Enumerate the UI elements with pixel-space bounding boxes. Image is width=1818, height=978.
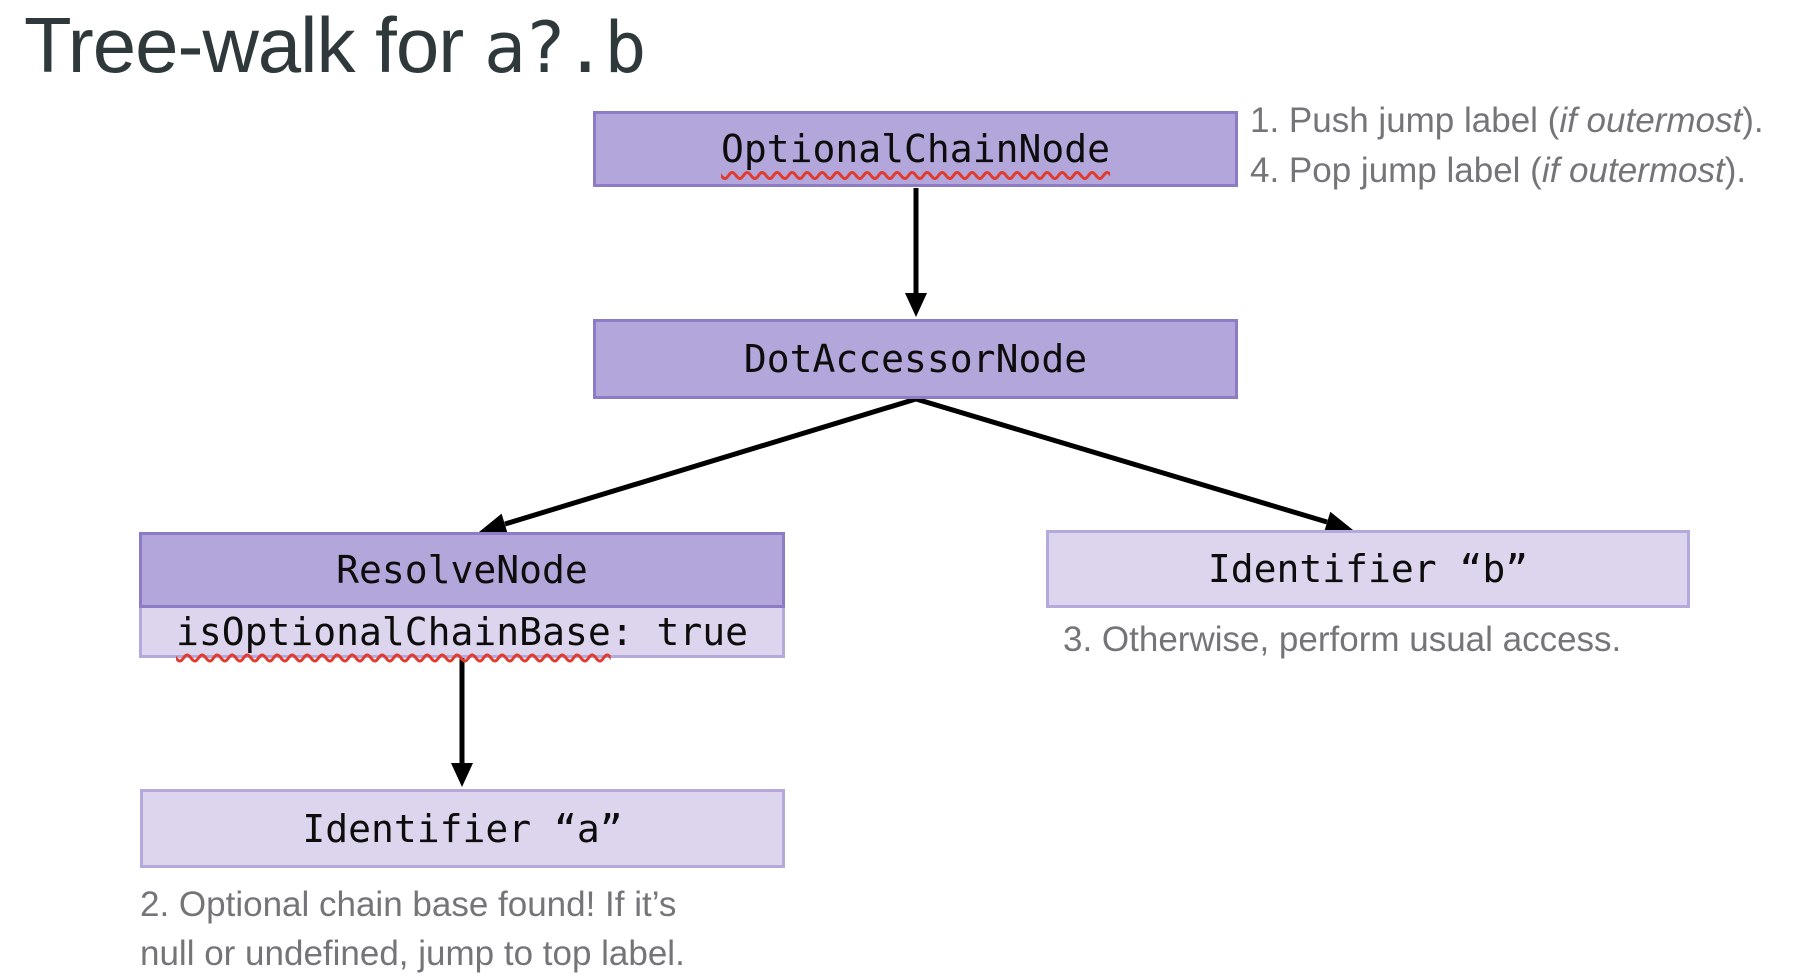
node-resolve-label: ResolveNode [336, 548, 588, 592]
node-optional-chain: OptionalChainNode [593, 111, 1238, 187]
annotation-step-1-emphasis: if outermost [1559, 101, 1743, 140]
page-title-code: a?.b [483, 7, 647, 89]
annotation-step-4-suffix: ). [1724, 151, 1747, 190]
node-dot-accessor: DotAccessorNode [593, 319, 1238, 399]
annotation-step-1: 1. Push jump label (if outermost). [1250, 96, 1764, 146]
arrow-resolvenode-to-identifier-a [451, 656, 473, 787]
node-resolve-property-row: isOptionalChainBase: true [139, 608, 785, 658]
annotation-step-4-emphasis: if outermost [1541, 151, 1725, 190]
node-resolve-header: ResolveNode [139, 532, 785, 608]
annotation-step-3-text: 3. Otherwise, perform usual access. [1063, 620, 1622, 659]
annotation-step-3: 3. Otherwise, perform usual access. [1063, 618, 1621, 662]
annotation-step-2-line1: 2. Optional chain base found! If it’s [140, 885, 677, 924]
page-title: Tree-walk for a?.b [24, 1, 647, 91]
annotation-step-4: 4. Pop jump label (if outermost). [1250, 146, 1764, 196]
annotation-step-1-suffix: ). [1742, 101, 1764, 140]
annotation-step-2: 2. Optional chain base found! If it’s nu… [140, 880, 685, 978]
node-optional-chain-label: OptionalChainNode [721, 127, 1110, 171]
annotation-step-2-line2: null or undefined, jump to top label. [140, 934, 685, 973]
annotation-steps-1-and-4: 1. Push jump label (if outermost). 4. Po… [1250, 96, 1764, 196]
node-resolve: ResolveNode isOptionalChainBase: true [139, 532, 785, 658]
node-identifier-a-label: Identifier “a” [302, 806, 623, 851]
node-identifier-b-label: Identifier “b” [1207, 547, 1529, 591]
node-dot-accessor-label: DotAccessorNode [743, 337, 1088, 381]
node-resolve-property-value: : true [610, 609, 748, 654]
node-identifier-a: Identifier “a” [140, 789, 785, 868]
annotation-step-1-text: 1. Push jump label ( [1250, 101, 1560, 140]
arrow-optionalchain-to-dotaccessor [905, 188, 927, 317]
node-identifier-b: Identifier “b” [1046, 530, 1690, 608]
annotation-step-4-text: 4. Pop jump label ( [1250, 151, 1542, 190]
page-title-text: Tree-walk for [24, 1, 484, 89]
node-resolve-property-name: isOptionalChainBase [176, 609, 611, 654]
arrow-dotaccessor-to-resolvenode [479, 396, 917, 535]
arrow-dotaccessor-to-identifier-b [915, 396, 1353, 533]
